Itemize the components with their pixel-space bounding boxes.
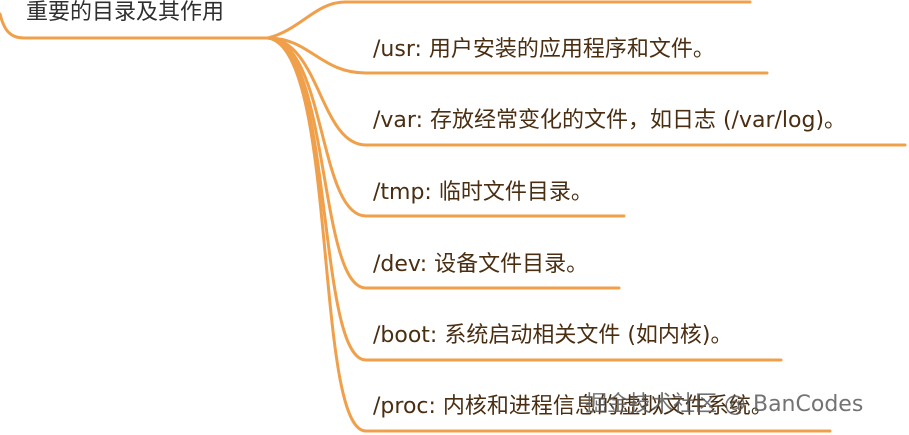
branch-connector-top (266, 0, 752, 40)
branch-node-var[interactable]: /var: 存放经常变化的文件，如日志 (/var/log)。 (373, 108, 847, 133)
branch-node-boot[interactable]: /boot: 系统启动相关文件 (如内核)。 (373, 323, 733, 348)
watermark: 掘金技术社区 @ BanCodes (585, 392, 864, 417)
branch-node-usr[interactable]: /usr: 用户安装的应用程序和文件。 (373, 37, 715, 62)
branch-node-tmp[interactable]: /tmp: 临时文件目录。 (373, 180, 593, 205)
branch-connector-var (266, 36, 907, 147)
branch-connector-dev (266, 36, 621, 290)
branch-connector-proc (266, 36, 832, 433)
root-node-outline (0, 12, 270, 40)
root-node-label[interactable]: 重要的目录及其作用 (26, 0, 225, 25)
branch-connector-usr (266, 36, 769, 75)
branch-connector-tmp (266, 36, 626, 218)
branch-node-dev[interactable]: /dev: 设备文件目录。 (373, 252, 589, 277)
branch-node-proc[interactable]: /proc: 内核和进程信息的虚拟文件系统。 (373, 394, 773, 419)
